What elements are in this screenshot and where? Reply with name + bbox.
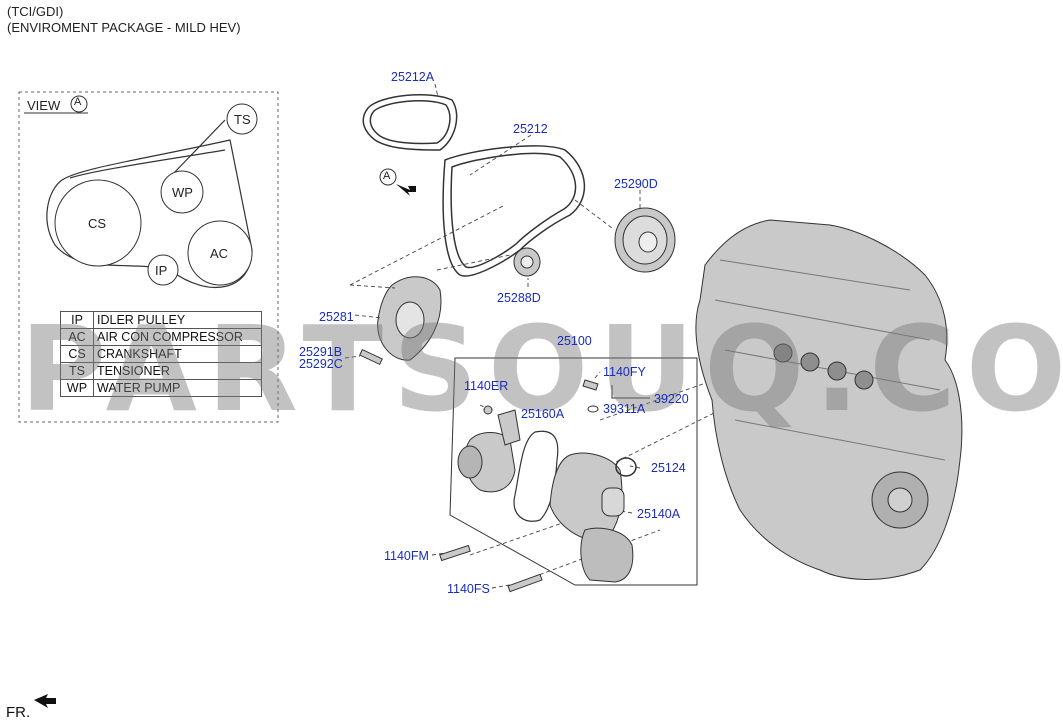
belt-25212a[interactable] xyxy=(362,94,458,151)
legend-code: TS xyxy=(60,362,94,380)
view-label: VIEW xyxy=(27,98,61,113)
view-marker-circle xyxy=(70,95,88,113)
assembly-box-25100 xyxy=(449,357,698,586)
part-label-25160a[interactable]: 25160A xyxy=(521,407,565,421)
header-line1: (TCI/GDI) xyxy=(7,4,64,19)
legend-name: IDLER PULLEY xyxy=(93,311,262,329)
bracket-39220 xyxy=(611,385,650,399)
legend-name: WATER PUMP xyxy=(93,379,262,397)
pulley-25290d[interactable] xyxy=(614,207,676,273)
bracket-25281[interactable] xyxy=(377,276,442,361)
front-arrow-icon xyxy=(34,694,56,708)
part-label-25212[interactable]: 25212 xyxy=(513,122,548,136)
part-label-1140er[interactable]: 1140ER xyxy=(464,379,509,393)
part-label-1140fy[interactable]: 1140FY xyxy=(603,365,646,379)
oring-39311a[interactable] xyxy=(587,405,599,413)
tensioner-circle xyxy=(226,103,258,135)
arrow-marker: A xyxy=(383,170,391,182)
view-marker: A xyxy=(74,96,82,108)
part-label-25100[interactable]: 25100 xyxy=(557,334,592,348)
bolt-1140fs[interactable] xyxy=(507,573,543,593)
belt-25212[interactable] xyxy=(442,145,586,277)
part-label-25212a[interactable]: 25212A xyxy=(391,70,435,84)
header-line2: (ENVIROMENT PACKAGE - MILD HEV) xyxy=(7,20,241,35)
part-label-25290d[interactable]: 25290D xyxy=(614,177,658,191)
view-arrow-icon xyxy=(396,184,416,196)
housing-25140a[interactable] xyxy=(549,452,634,583)
bolt-1140fy[interactable] xyxy=(582,379,599,391)
part-label-39311a[interactable]: 39311A xyxy=(603,402,646,416)
part-label-25281[interactable]: 25281 xyxy=(319,310,354,324)
part-label-1140fm[interactable]: 1140FM xyxy=(384,549,429,563)
idler-pulley-circle xyxy=(147,254,179,286)
node-wp: WP xyxy=(172,185,193,200)
bolt-25291b[interactable] xyxy=(359,348,383,366)
idler-25288d[interactable] xyxy=(513,247,541,277)
belt-routing-diagram xyxy=(46,119,253,288)
part-label-1140fs[interactable]: 1140FS xyxy=(447,582,490,596)
part-label-25291b[interactable]: 25291B xyxy=(299,345,343,359)
node-ts: TS xyxy=(234,112,251,127)
legend-code: WP xyxy=(60,379,94,397)
legend-code: AC xyxy=(60,328,94,346)
node-ip: IP xyxy=(155,263,168,278)
part-label-25124[interactable]: 25124 xyxy=(651,461,686,475)
arrow-marker-circle xyxy=(379,168,397,186)
legend-name: TENSIONER xyxy=(93,362,262,380)
node-ac: AC xyxy=(210,246,229,261)
part-label-25288d[interactable]: 25288D xyxy=(497,291,541,305)
legend-name: AIR CON COMPRESSOR xyxy=(93,328,262,346)
engine-block xyxy=(695,219,963,580)
water-pump-assembly[interactable] xyxy=(457,405,521,493)
part-label-39220[interactable]: 39220 xyxy=(654,392,689,406)
part-label-25140a[interactable]: 25140A xyxy=(637,507,681,521)
water-pump-circle xyxy=(160,170,204,214)
front-direction-label: FR. xyxy=(6,704,31,721)
bolt-1140fm[interactable] xyxy=(439,544,471,562)
oring-25124[interactable] xyxy=(615,457,637,477)
aircon-circle xyxy=(187,220,253,286)
legend-code: CS xyxy=(60,345,94,363)
legend-name: CRANKSHAFT xyxy=(93,345,262,363)
legend-code: IP xyxy=(60,311,94,329)
node-cs: CS xyxy=(88,216,107,231)
crankshaft-circle xyxy=(54,179,142,267)
gasket-25160a[interactable] xyxy=(513,430,559,522)
part-label-25292c[interactable]: 25292C xyxy=(299,357,343,371)
